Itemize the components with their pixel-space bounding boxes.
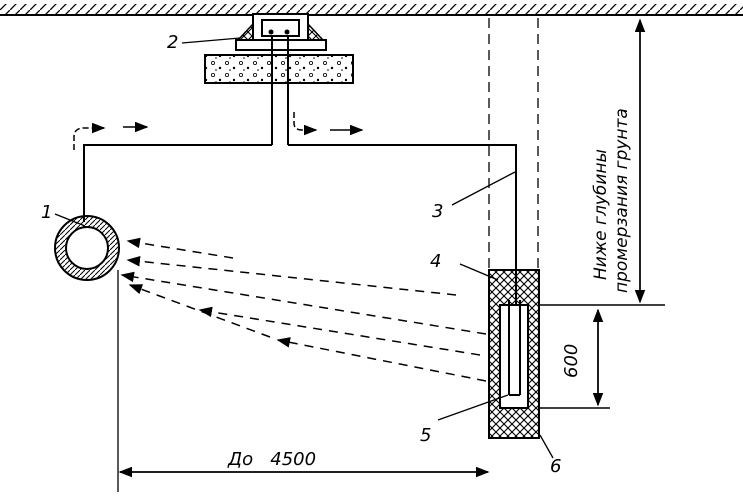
frost-depth-dimension bbox=[540, 18, 665, 306]
flow-arrows-top bbox=[73, 112, 364, 150]
horizontal-pipe bbox=[83, 140, 517, 272]
depth-600-value: 600 bbox=[561, 344, 582, 378]
label-inner-tube: 5 bbox=[420, 425, 431, 446]
frost-depth-dashed-lines bbox=[488, 18, 539, 270]
frost-note-line1: Ниже глубины bbox=[591, 149, 611, 280]
label-collar: 4 bbox=[430, 251, 441, 272]
leader-5 bbox=[437, 394, 509, 421]
casing-assembly bbox=[488, 269, 540, 439]
label-outer-casing: 6 bbox=[550, 456, 561, 477]
depth-600-dimension bbox=[540, 308, 610, 409]
leader-3 bbox=[451, 171, 516, 206]
heat-flow-arrows bbox=[120, 237, 487, 382]
pipe-cross-section bbox=[54, 215, 120, 281]
hatch-tubes bbox=[271, 35, 289, 140]
label-pipe: 1 bbox=[41, 202, 52, 223]
heat-flow-arrows-lower bbox=[128, 284, 481, 356]
label-hatch: 2 bbox=[167, 32, 178, 53]
leader-1 bbox=[54, 213, 86, 227]
ground-surface bbox=[0, 4, 743, 16]
span-value: До 4500 bbox=[227, 449, 316, 470]
inspection-hatch bbox=[235, 13, 327, 51]
leader-6 bbox=[539, 434, 554, 459]
concrete-base bbox=[204, 54, 354, 84]
frost-note-line2: промерзания грунта bbox=[612, 108, 632, 293]
leader-2 bbox=[181, 37, 241, 44]
leader-4 bbox=[459, 263, 499, 281]
label-riser: 3 bbox=[432, 201, 443, 222]
